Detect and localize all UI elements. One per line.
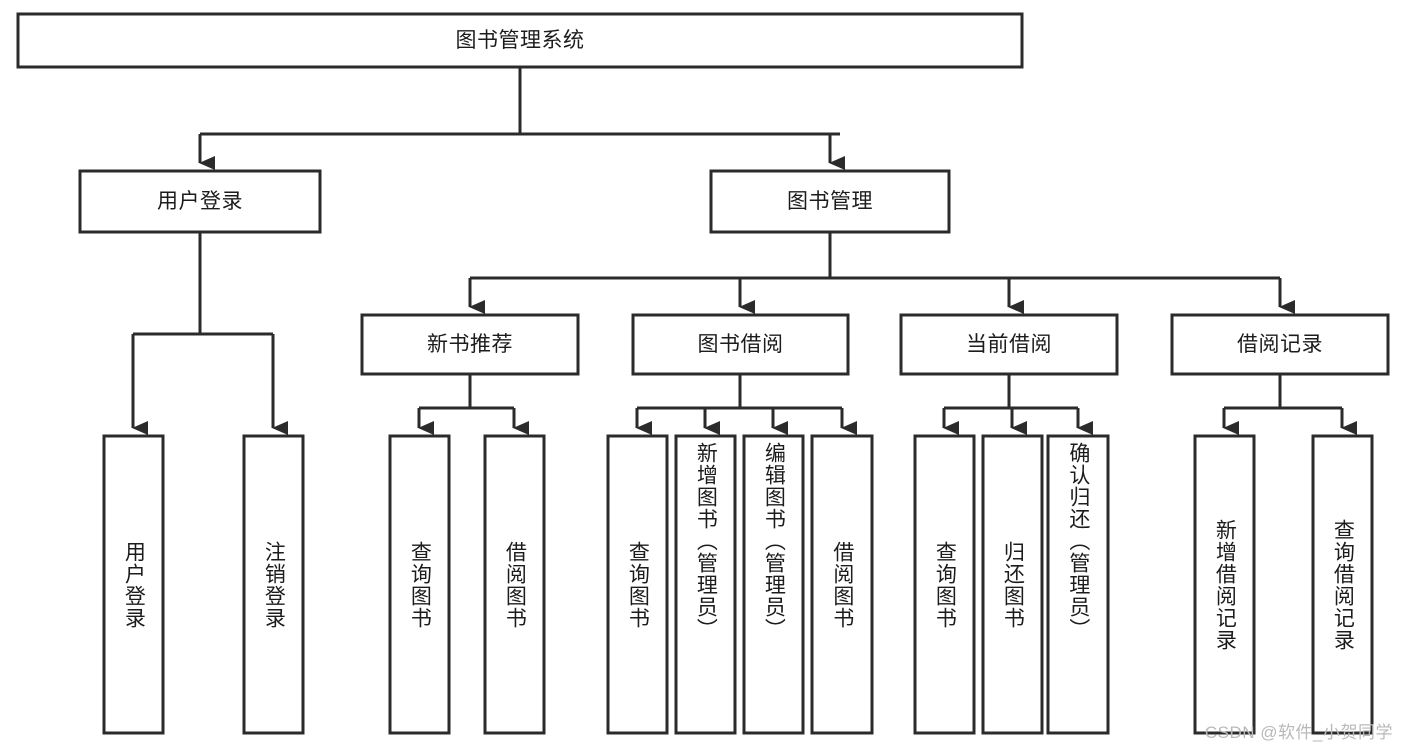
node-box-leaf-query-borrow-record[interactable] (1311, 434, 1374, 735)
node-box-user-login[interactable] (78, 169, 322, 234)
connector-bookmanagement-to-level3 (468, 232, 1295, 314)
node-box-leaf-edit-book[interactable] (742, 434, 805, 735)
node-box-leaf-query-book-1[interactable] (388, 434, 451, 735)
node-box-leaf-return-book[interactable] (981, 434, 1044, 735)
node-box-leaf-user-login[interactable] (102, 434, 165, 735)
node-box-borrow-record[interactable] (1170, 313, 1390, 376)
node-box-current-borrow[interactable] (899, 313, 1119, 376)
node-box-book-borrow[interactable] (631, 313, 850, 376)
node-box-root[interactable] (16, 12, 1024, 69)
node-box-leaf-confirm-return[interactable] (1046, 434, 1110, 735)
node-box-leaf-add-book[interactable] (674, 434, 737, 735)
connector-userlogin-to-leaves (131, 232, 288, 435)
connector-root-to-level2 (198, 67, 845, 170)
node-box-book-management[interactable] (709, 169, 951, 234)
node-box-leaf-borrow-book-2[interactable] (810, 434, 874, 735)
connector-newbook-to-leaves (417, 374, 529, 435)
node-box-leaf-borrow-book-1[interactable] (483, 434, 546, 735)
connector-currentborrow-to-leaves (942, 374, 1093, 435)
connector-bookborrow-to-leaves (635, 374, 857, 435)
node-box-new-book-recommend[interactable] (360, 313, 580, 376)
node-box-leaf-logout-login[interactable] (242, 434, 305, 735)
node-box-leaf-query-book-3[interactable] (913, 434, 976, 735)
node-box-leaf-add-borrow-record[interactable] (1193, 434, 1256, 735)
node-box-leaf-query-book-2[interactable] (606, 434, 669, 735)
connector-borrowrecord-to-leaves (1222, 374, 1357, 435)
